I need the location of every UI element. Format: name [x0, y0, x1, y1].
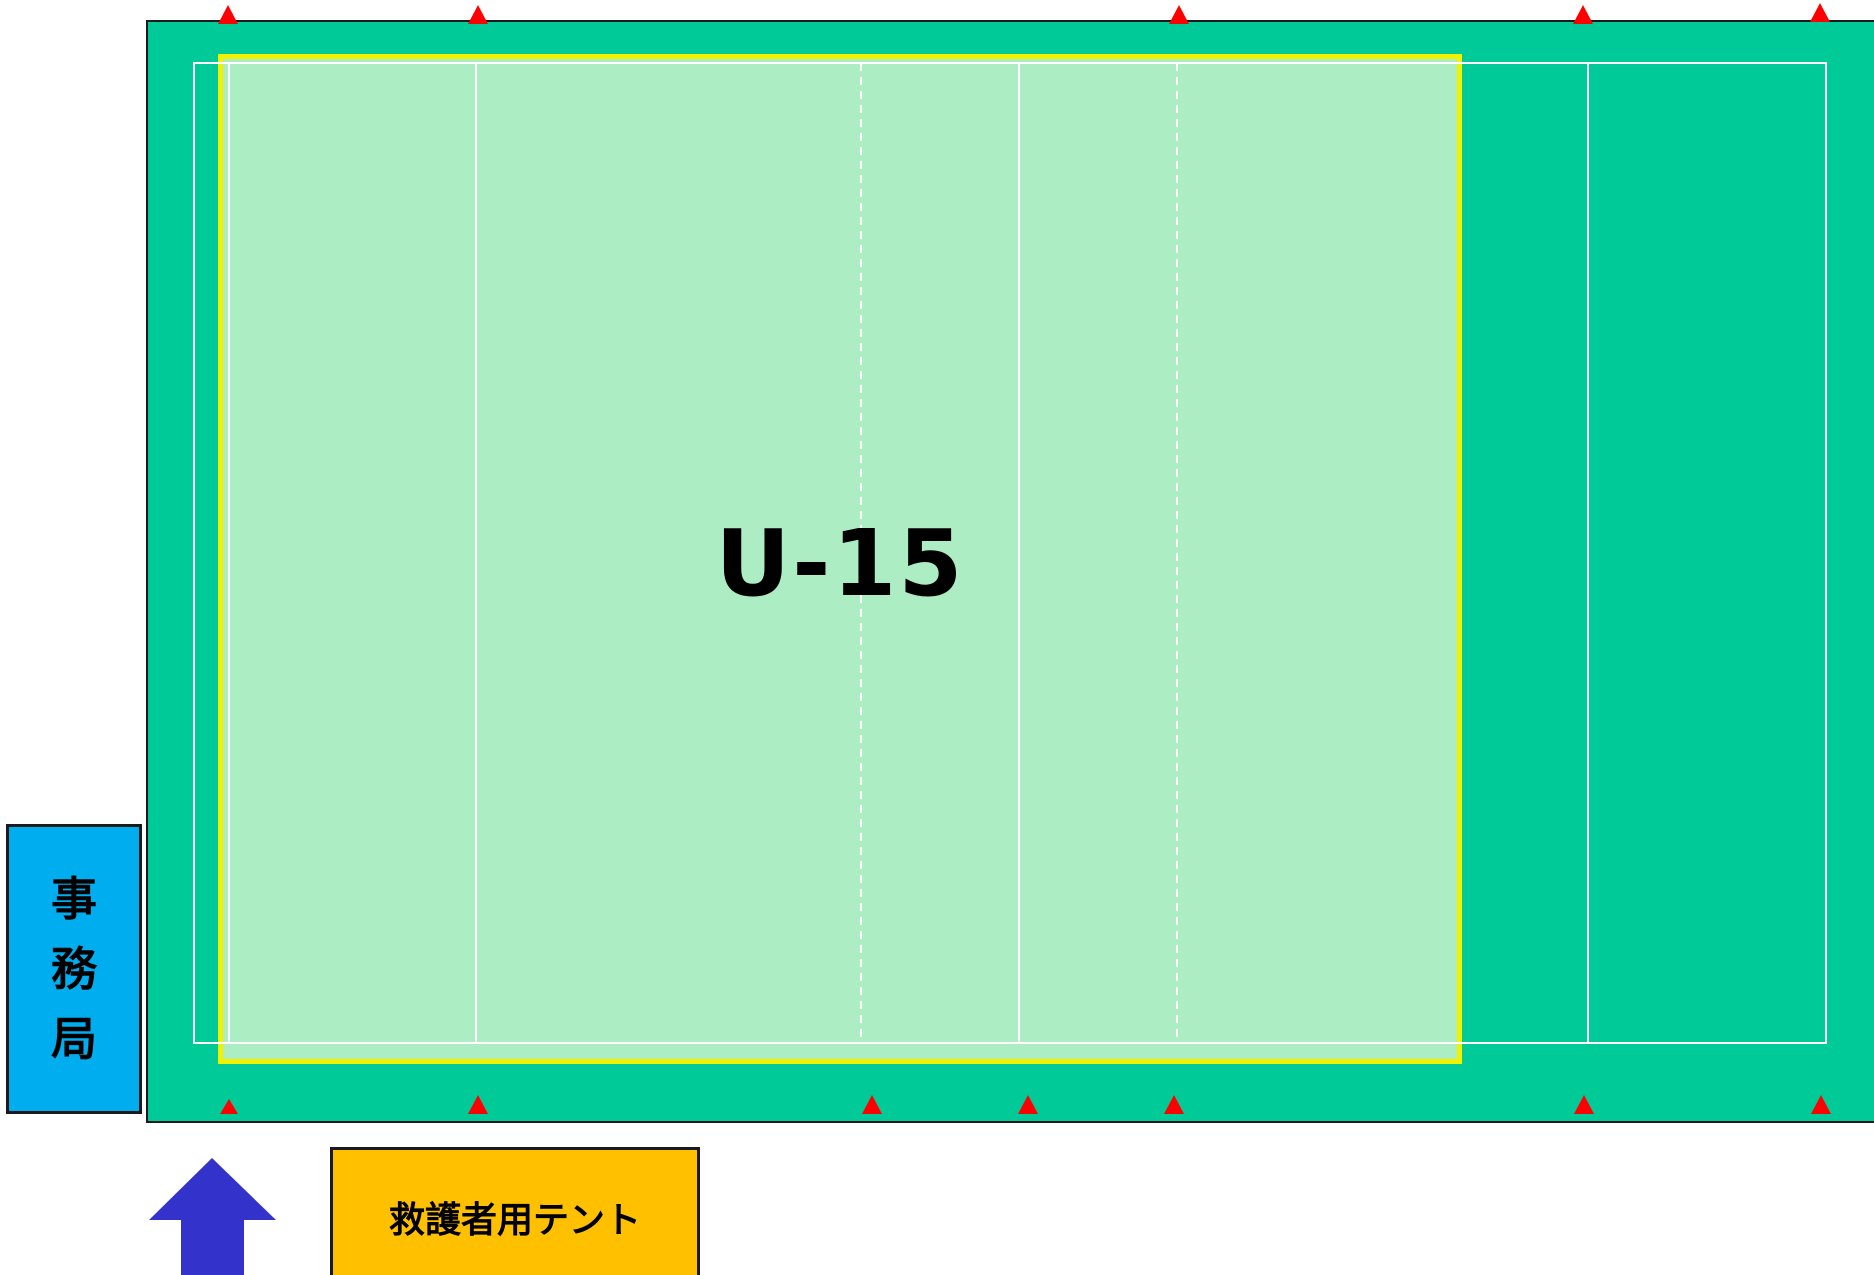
- office-box: 事 務 局: [6, 824, 142, 1114]
- arrow-up-icon: [149, 1158, 276, 1275]
- medical-tent-box: 救護者用テント: [330, 1147, 700, 1275]
- office-label-char: 局: [51, 1012, 97, 1066]
- medical-tent-label: 救護者用テント: [388, 1199, 641, 1241]
- office-label-char: 事: [51, 872, 97, 926]
- zone-label: U-15: [715, 510, 965, 617]
- office-label-char: 務: [51, 942, 97, 996]
